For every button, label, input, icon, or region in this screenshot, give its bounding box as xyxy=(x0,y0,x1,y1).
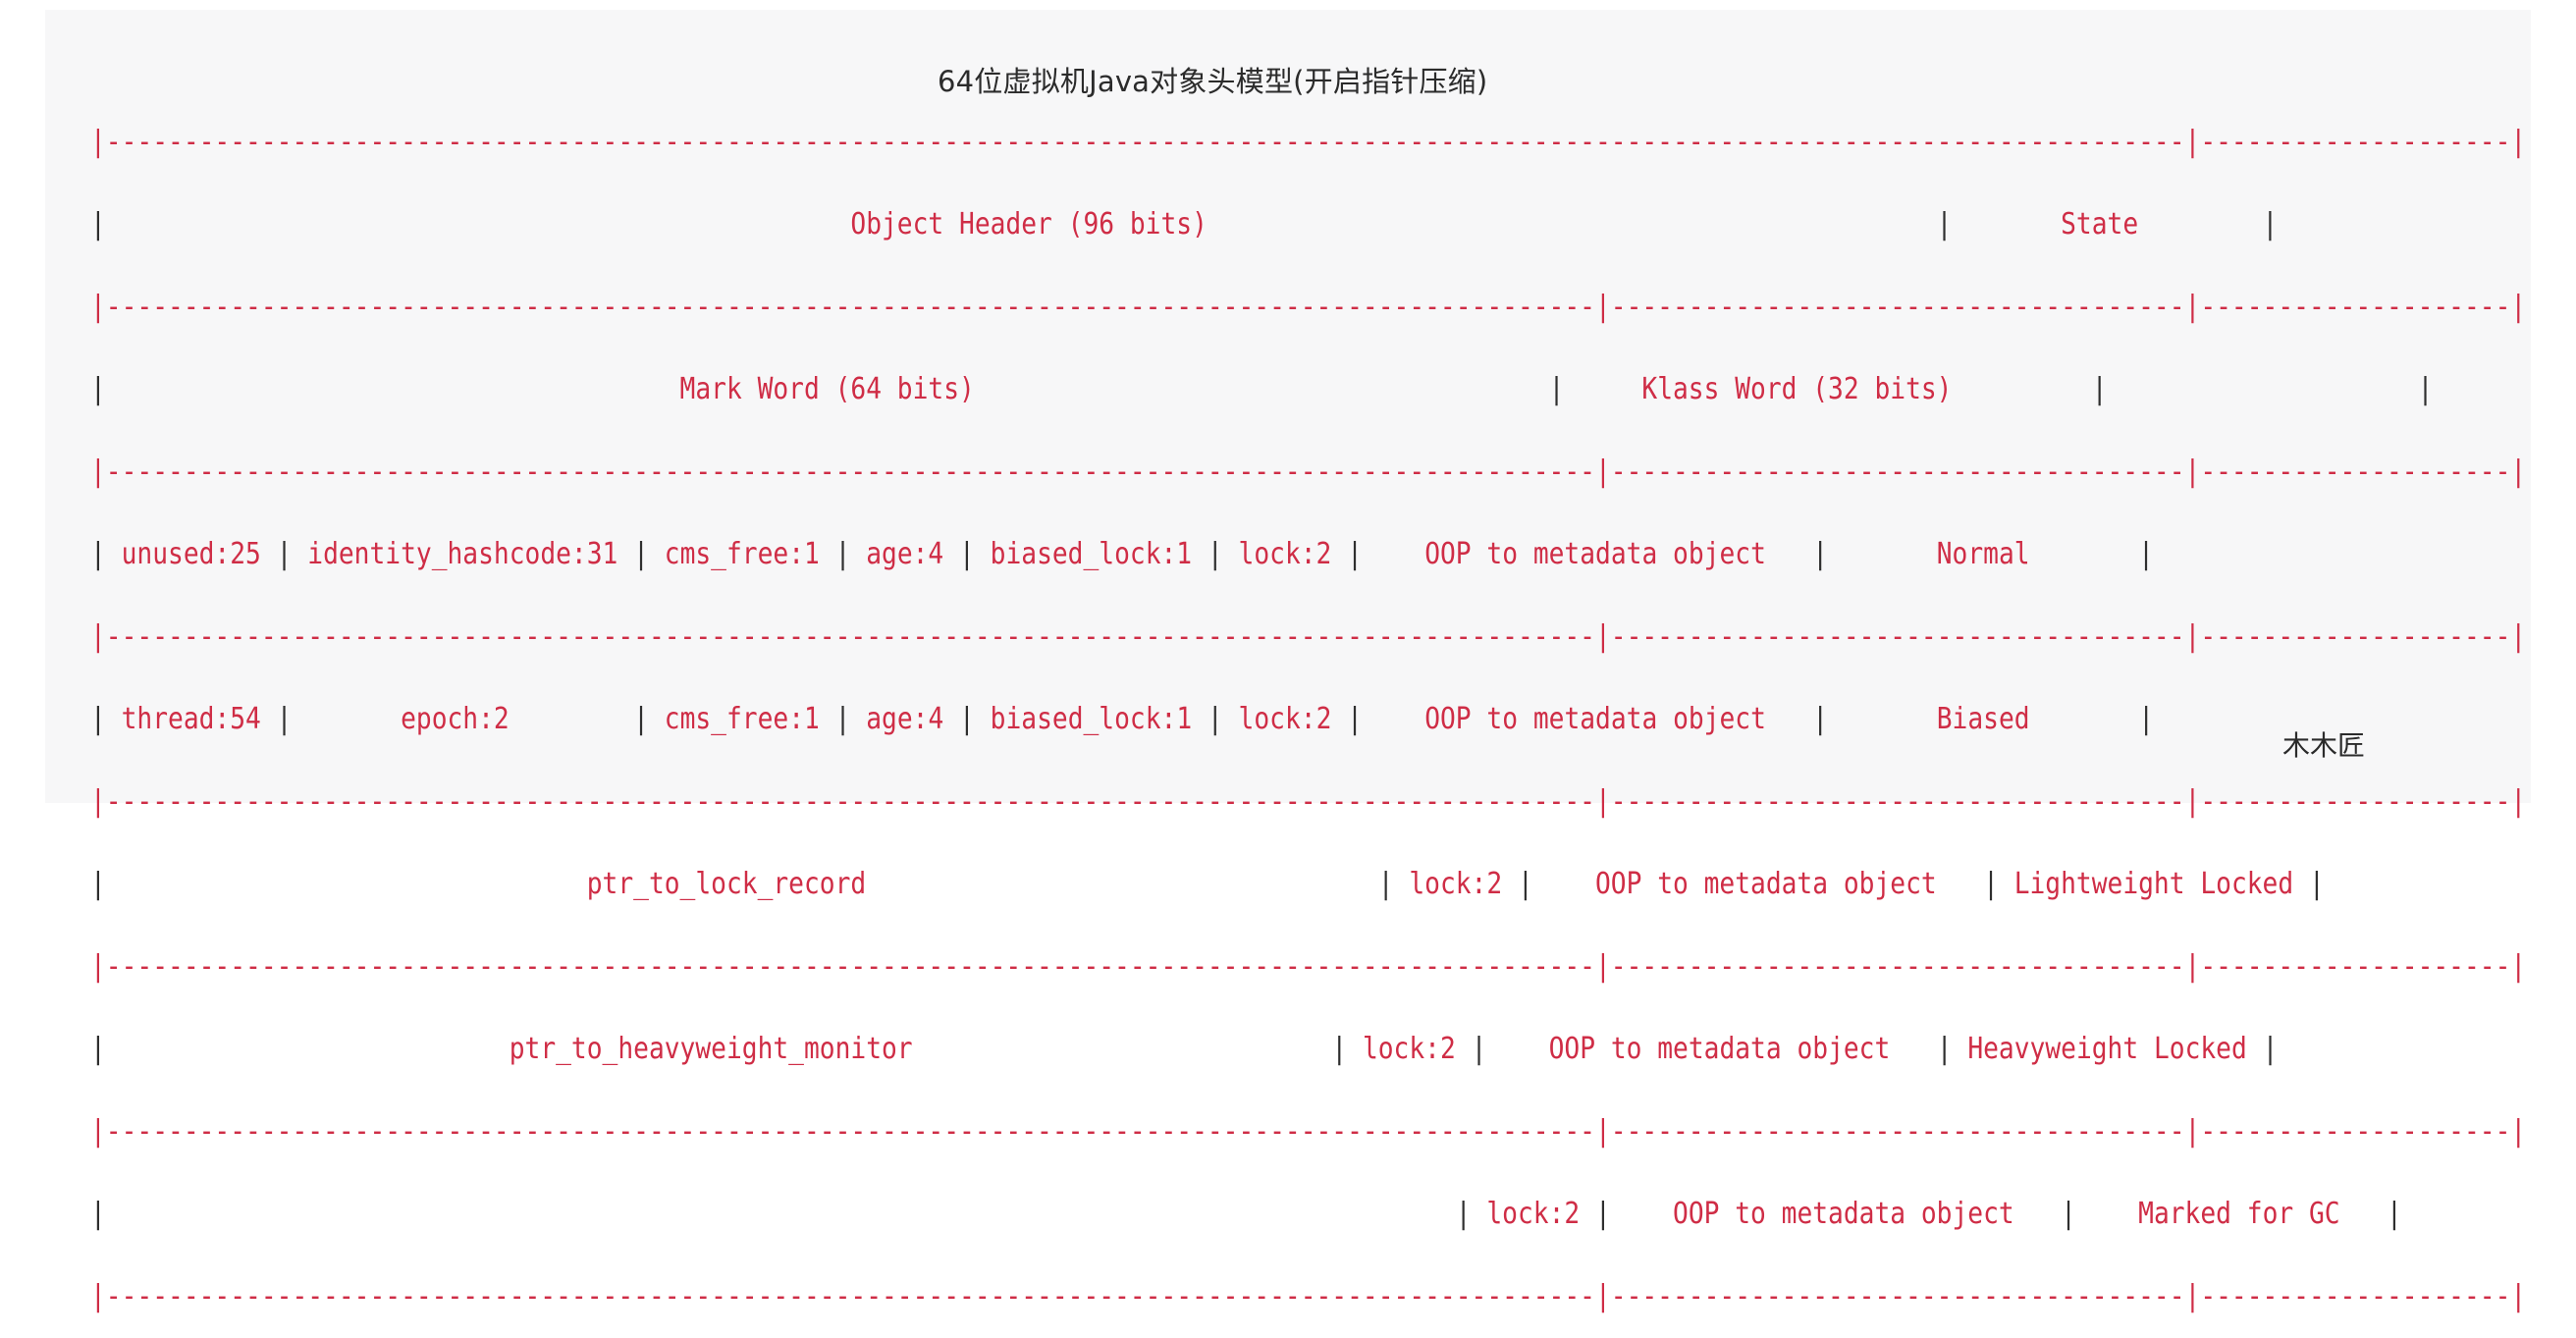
mark-field: lock:2 xyxy=(1409,867,1503,901)
mark-field: age:4 xyxy=(866,537,944,571)
state-cell: Marked for GC xyxy=(2138,1197,2340,1231)
mark-field: lock:2 xyxy=(1362,1032,1456,1066)
mark-field: lock:2 xyxy=(1238,537,1332,571)
mark-field: unused:25 xyxy=(121,537,261,571)
rule-2: |---------------------------------------… xyxy=(90,455,2527,489)
code-block-panel xyxy=(45,10,2531,803)
klass-cell: OOP to metadata object xyxy=(1548,1032,1891,1066)
mark-field: biased_lock:1 xyxy=(990,537,1193,571)
header-row-object: | Object Header (96 bits) | State | xyxy=(90,207,2279,241)
rule-1: |---------------------------------------… xyxy=(90,290,2527,324)
rule-6: |---------------------------------------… xyxy=(90,1114,2527,1149)
state-cell: Lightweight Locked xyxy=(2013,867,2294,901)
rule-top: |---------------------------------------… xyxy=(90,125,2527,159)
state-header-label: State xyxy=(2061,207,2139,241)
mark-field: epoch:2 xyxy=(401,702,510,736)
object-header-label: Object Header (96 bits) xyxy=(850,207,1208,241)
mark-field: identity_hashcode:31 xyxy=(307,537,618,571)
header-row-words: | Mark Word (64 bits) | Klass Word (32 b… xyxy=(90,372,2434,406)
author-signature: 木木匠 xyxy=(2282,729,2366,762)
rule-3: |---------------------------------------… xyxy=(90,619,2527,654)
klass-cell: OOP to metadata object xyxy=(1424,702,1766,736)
mark-field: ptr_to_lock_record xyxy=(586,867,867,901)
mark-field: ptr_to_heavyweight_monitor xyxy=(509,1032,913,1066)
mark-field: cms_free:1 xyxy=(664,537,820,571)
rule-5: |---------------------------------------… xyxy=(90,949,2527,984)
klass-cell: OOP to metadata object xyxy=(1424,537,1766,571)
state-cell: Biased xyxy=(1936,702,2030,736)
klass-word-label: Klass Word (32 bits) xyxy=(1641,372,1953,406)
rule-4: |---------------------------------------… xyxy=(90,784,2527,819)
table-row: | | lock:2 | OOP to metadata object | Ma… xyxy=(90,1197,2402,1231)
mark-field: thread:54 xyxy=(121,702,261,736)
klass-cell: OOP to metadata object xyxy=(1673,1197,2014,1231)
klass-cell: OOP to metadata object xyxy=(1594,867,1937,901)
state-cell: Heavyweight Locked xyxy=(1967,1032,2247,1066)
rule-bottom: |---------------------------------------… xyxy=(90,1279,2527,1313)
mark-word-label: Mark Word (64 bits) xyxy=(679,372,975,406)
table-row: | ptr_to_heavyweight_monitor | lock:2 | … xyxy=(90,1032,2279,1066)
object-header-table: |---------------------------------------… xyxy=(90,101,2526,1338)
state-cell: Normal xyxy=(1936,537,2030,571)
mark-field: cms_free:1 xyxy=(664,702,820,736)
mark-field: age:4 xyxy=(866,702,944,736)
mark-field: biased_lock:1 xyxy=(990,702,1193,736)
mark-field: lock:2 xyxy=(1486,1197,1581,1231)
table-row: | unused:25 | identity_hashcode:31 | cms… xyxy=(90,537,2154,571)
mark-field: lock:2 xyxy=(1238,702,1332,736)
table-row: | thread:54 | epoch:2 | cms_free:1 | age… xyxy=(90,702,2155,736)
table-row: | ptr_to_lock_record | lock:2 | OOP to m… xyxy=(90,867,2325,901)
diagram-title: 64位虚拟机Java对象头模型(开启指针压缩) xyxy=(938,65,1488,98)
